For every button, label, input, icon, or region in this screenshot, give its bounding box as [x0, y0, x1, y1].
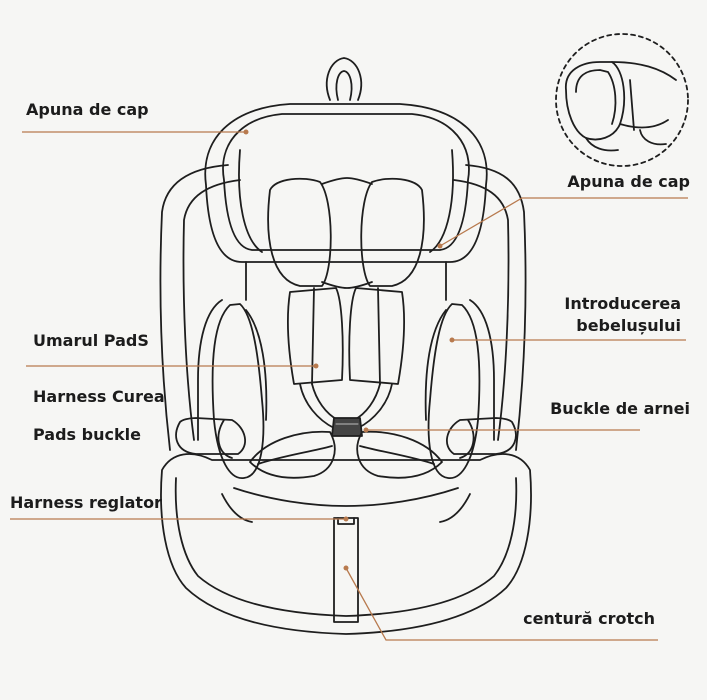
label-harness-strap: Harness Curea — [33, 387, 165, 406]
label-crotch-belt: centură crotch — [523, 609, 655, 628]
leader-dot-headrest-left — [243, 129, 249, 135]
label-harness-adjuster: Harness reglator — [10, 493, 162, 512]
backrest-body — [197, 261, 495, 441]
label-infant-insert-line1: Introducerea — [564, 294, 681, 313]
leader-dot-headrest-right — [437, 243, 443, 249]
leader-dot-harness-buckle — [363, 427, 369, 433]
label-headrest-left: Apuna de cap — [26, 100, 149, 119]
top-hanger-loop — [325, 57, 363, 101]
label-pads-buckle: Pads buckle — [33, 425, 141, 444]
leader-dot-crotch-belt — [343, 565, 349, 571]
armrests — [175, 417, 517, 459]
label-harness-buckle: Buckle de arnei — [550, 399, 690, 418]
lap-pads — [249, 430, 443, 479]
label-headrest-right: Apuna de cap — [567, 172, 690, 191]
buckle-shape — [331, 417, 363, 437]
leader-dot-harness-adjuster — [343, 516, 349, 522]
label-shoulder-pads: Umarul PadS — [33, 331, 149, 350]
leader-dot-shoulder-pads — [313, 363, 319, 369]
side-bolsters — [211, 303, 481, 479]
leader-headrest-right — [439, 197, 688, 247]
leader-crotch-belt — [345, 567, 658, 641]
headrest-shape — [204, 103, 488, 263]
label-infant-insert-line2: bebelușului — [576, 316, 681, 335]
crotch-strap-shape — [333, 517, 359, 623]
zoom-inset — [555, 33, 689, 167]
shoulder-pads-shape — [287, 287, 405, 385]
leader-dot-infant-insert — [449, 337, 455, 343]
leader-lines — [10, 129, 688, 641]
seat-side-wings — [159, 164, 527, 451]
head-cushions — [267, 177, 425, 289]
seat-base — [160, 453, 532, 635]
